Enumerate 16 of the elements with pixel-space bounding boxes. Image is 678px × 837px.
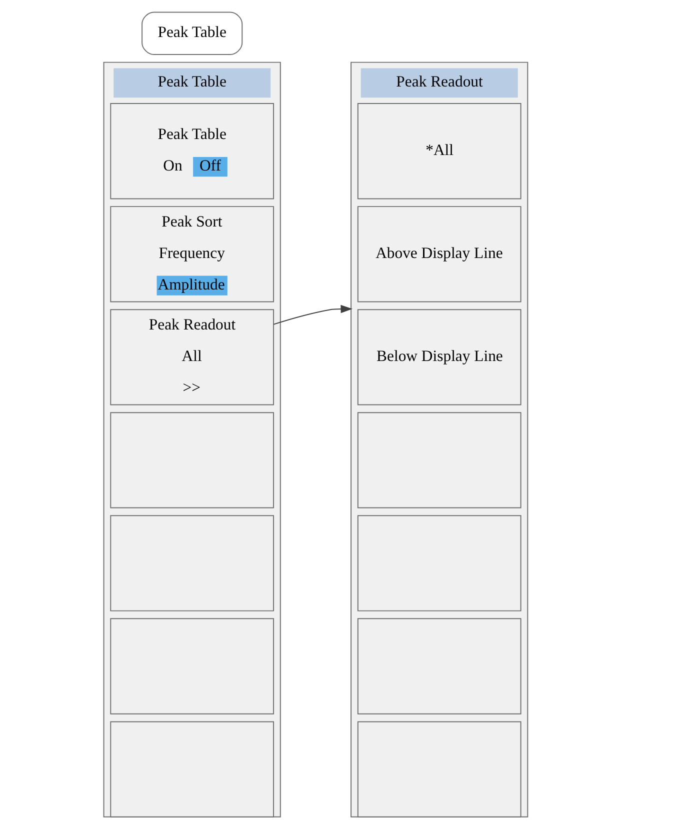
node-box: Below Display Line bbox=[356, 309, 521, 406]
node-box: Peak Sort Frequency Amplitude bbox=[110, 206, 274, 302]
node-box bbox=[356, 618, 521, 714]
node-box bbox=[356, 515, 521, 612]
node-box bbox=[356, 412, 521, 508]
node-box bbox=[110, 412, 274, 508]
node-box: Peak Readout All >> bbox=[110, 309, 274, 406]
node-box: Peak Table bbox=[141, 12, 242, 55]
node-box bbox=[110, 618, 274, 714]
node-box: Above Display Line bbox=[356, 206, 521, 302]
node-box bbox=[356, 721, 521, 818]
node-box bbox=[110, 515, 274, 612]
arrow bbox=[272, 304, 352, 325]
node-box bbox=[110, 721, 274, 818]
node-box: Peak Table On Off bbox=[110, 103, 274, 200]
node-box: *All bbox=[356, 103, 521, 200]
